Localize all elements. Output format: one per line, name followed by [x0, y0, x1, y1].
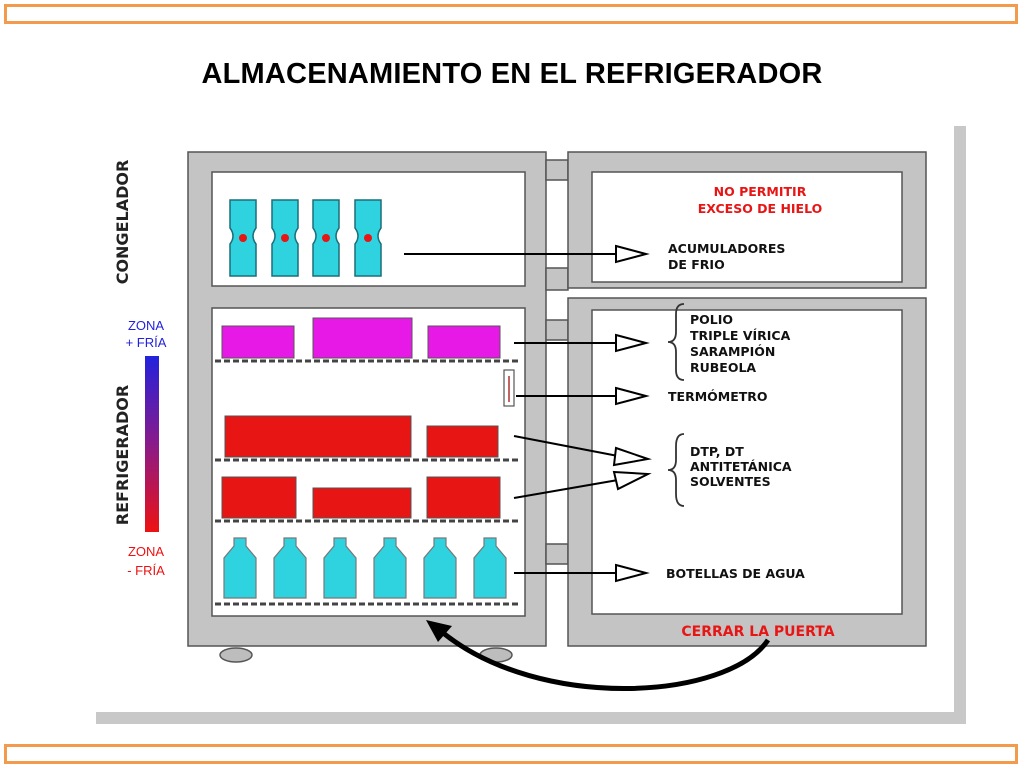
freezer-label: CONGELADOR [113, 160, 132, 285]
ice-pack-dot [239, 234, 247, 242]
vaccine-box-magenta [221, 325, 295, 359]
arrow-head [612, 446, 652, 467]
zone-cold-label-line2: + FRÍA [126, 335, 167, 350]
vaccine-box-red [426, 425, 499, 458]
arrow-head [612, 470, 652, 491]
warning-line2: EXCESO DE HIELO [698, 201, 823, 216]
water-bottle [273, 537, 307, 599]
water-bottle [373, 537, 407, 599]
group2-item: SOLVENTES [690, 474, 771, 489]
top-frame-bar [4, 4, 1018, 24]
zone-warm-label-line2: - FRÍA [127, 563, 165, 578]
group1-item: RUBEOLA [690, 360, 756, 375]
vaccine-box-red [224, 415, 412, 458]
vaccine-box-red [221, 476, 297, 519]
bottom-frame-bar [4, 744, 1018, 764]
water-bottles [223, 537, 507, 599]
freezer-door-panel [591, 171, 903, 283]
pointer-arrows [404, 244, 652, 583]
ice-packs [229, 199, 382, 277]
water-label: BOTELLAS DE AGUA [666, 566, 805, 581]
ice-pack [312, 199, 340, 277]
arrow-head [615, 244, 650, 264]
ice-pack [229, 199, 257, 277]
arrow-head [615, 386, 650, 406]
temperature-zone-bar [145, 356, 159, 532]
fridge-label: REFRIGERADOR [113, 385, 132, 525]
group1-item: POLIO [690, 312, 733, 327]
water-bottle [423, 537, 457, 599]
vaccine-box-red [312, 487, 412, 519]
water-bottle [473, 537, 507, 599]
ice-pack-dot [364, 234, 372, 242]
arrow-head [615, 563, 650, 583]
brace-group1 [667, 303, 685, 381]
arrow-head [615, 333, 650, 353]
ice-packs-label-line1: ACUMULADORES [668, 241, 785, 256]
vaccine-box-magenta [427, 325, 501, 359]
ice-pack-dot [281, 234, 289, 242]
ice-pack [271, 199, 299, 277]
ice-pack-dot [322, 234, 330, 242]
ice-pack [354, 199, 382, 277]
group2-item: DTP, DT [690, 444, 744, 459]
fridge-foot-left [219, 647, 253, 663]
arrow-group2-lower [513, 479, 619, 499]
group2-item: ANTITETÁNICA [690, 459, 792, 474]
arrow-group2-upper [513, 435, 619, 457]
vaccine-box-magenta [312, 317, 413, 359]
hinge-middle-lower [545, 319, 569, 341]
hinge-top [545, 159, 569, 181]
zone-warm-label-line1: ZONA [128, 544, 164, 559]
fridge-compartment [211, 307, 526, 617]
close-door-label: CERRAR LA PUERTA [681, 624, 834, 640]
group1-item: TRIPLE VÍRICA [690, 328, 791, 343]
ice-packs-label-line2: DE FRIO [668, 257, 725, 272]
group1-item: SARAMPIÓN [690, 344, 775, 359]
page-title: ALMACENAMIENTO EN EL REFRIGERADOR [201, 58, 823, 90]
water-bottle [223, 537, 257, 599]
fridge-door-panel [591, 309, 903, 615]
water-bottle [323, 537, 357, 599]
hinge-bottom [545, 543, 569, 565]
close-door-arrow [440, 630, 771, 691]
brace-group2 [667, 433, 685, 507]
thermometer-label: TERMÓMETRO [668, 389, 768, 404]
vaccine-box-red [426, 476, 501, 519]
hinge-middle-upper [545, 267, 569, 291]
close-door-arrow-head [426, 620, 452, 642]
zone-cold-label-line1: ZONA [128, 318, 164, 333]
warning-line1: NO PERMITIR [714, 184, 807, 199]
